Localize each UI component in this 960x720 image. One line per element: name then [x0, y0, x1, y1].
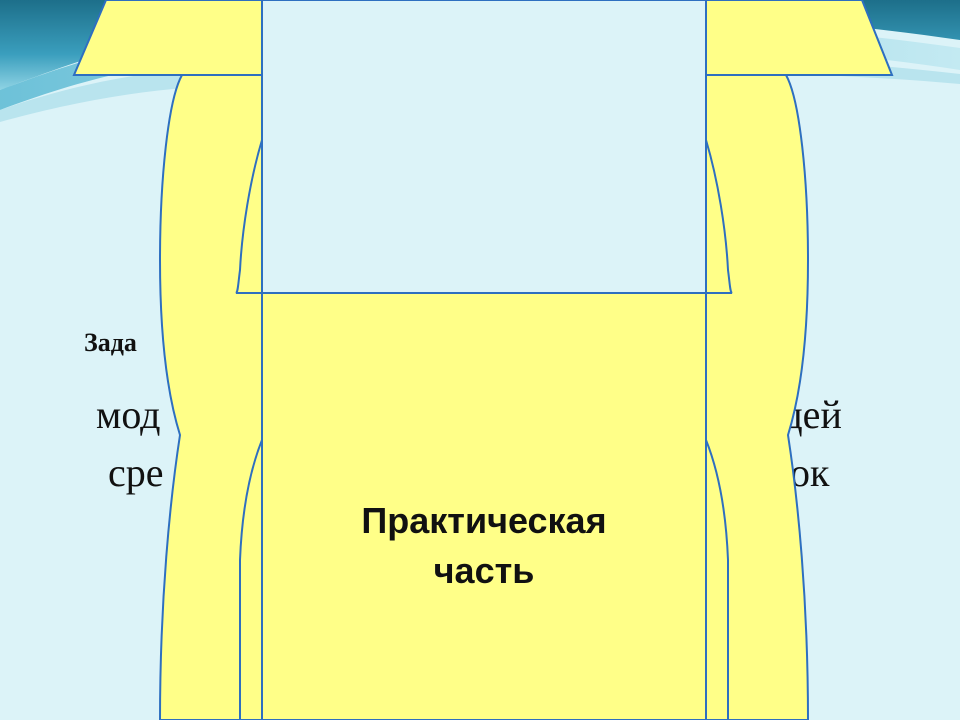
body-text-line1-left: мод: [96, 392, 161, 437]
right-top-flap: [705, 0, 894, 76]
right-inner-bracket: [705, 139, 733, 294]
left-lower-bracket: [239, 439, 263, 720]
center-window: [261, 0, 707, 294]
right-lower-bracket: [705, 439, 729, 720]
right-scroll-column: [705, 74, 810, 720]
panel-title-line2: часть: [433, 550, 535, 591]
task-heading: Зада: [84, 328, 137, 357]
left-inner-bracket: [235, 139, 263, 294]
left-scroll-column: [158, 74, 263, 720]
panel-title: Практическая часть: [262, 496, 706, 596]
body-text-line2-right: ок: [790, 450, 830, 495]
left-top-flap: [72, 0, 263, 76]
center-panel: [261, 292, 707, 720]
body-text-line2-left: сре: [108, 450, 164, 495]
panel-title-line1: Практическая: [361, 500, 607, 541]
